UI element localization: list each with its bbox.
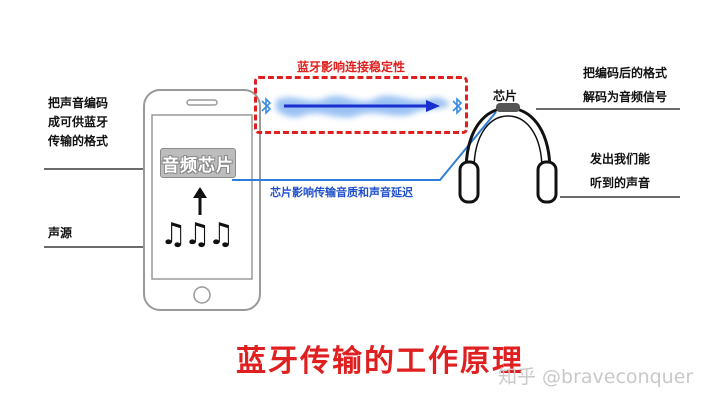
hear-label-line2: 听到的声音 [590, 176, 651, 190]
hear-leader-line [560, 196, 680, 198]
encode-label-line3: 传输的格式 [48, 134, 109, 148]
decode-leader-line [536, 108, 680, 110]
audio-chip: 音频芯片 [160, 148, 236, 178]
phone-illustration [143, 89, 261, 311]
bluetooth-signal [261, 95, 463, 118]
music-notes-icon: ♫♫♫ [160, 217, 235, 252]
source-label: 声源 [48, 226, 73, 240]
headphone-chip [496, 103, 520, 112]
decode-label-line2: 解码为音频信号 [583, 90, 668, 104]
bluetooth-icon-left [261, 97, 272, 115]
encode-label-line2: 成可供蓝牙 [48, 115, 109, 129]
headband-inner [473, 115, 543, 171]
audio-chip-label: 音频芯片 [162, 155, 234, 176]
source-leader-line [44, 246, 156, 248]
watermark: 知乎 @braveconquer [498, 366, 694, 388]
headphone-chip-label: 芯片 [493, 89, 518, 103]
encode-label-line1: 把声音编码 [48, 96, 109, 110]
hear-label: 发出我们能 听到的声音 [590, 147, 650, 195]
page-title: 蓝牙传输的工作原理 [236, 344, 524, 379]
chip-link-path [232, 111, 497, 181]
bluetooth-icon-right [452, 97, 463, 115]
right-earcup [536, 160, 558, 204]
quality-label: 芯片影响传输音质和声音延迟 [270, 186, 413, 199]
encode-label: 把声音编码 成可供蓝牙 传输的格式 [48, 94, 108, 151]
arrow-up-head [193, 187, 207, 198]
encode-leader-line [44, 168, 166, 170]
signal-arrow-head [426, 100, 440, 112]
phone-home-button [193, 286, 211, 304]
phone-speaker [186, 99, 218, 106]
hear-label-line1: 发出我们能 [590, 152, 651, 166]
stability-box [254, 76, 468, 134]
decode-label-line1: 把编码后的格式 [583, 66, 668, 80]
headphone-illustration [458, 103, 558, 204]
decode-label: 把编码后的格式 解码为音频信号 [583, 61, 667, 109]
left-earcup [458, 160, 480, 204]
stability-label: 蓝牙影响连接稳定性 [297, 60, 406, 74]
